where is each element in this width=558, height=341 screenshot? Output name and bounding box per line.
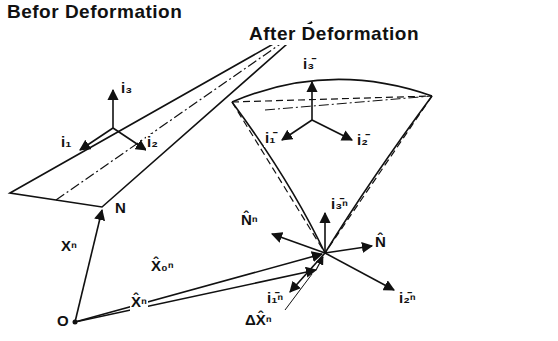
axis-label: i₁̄ⁿ: [266, 290, 284, 307]
vector-label: X̂₀ⁿ: [150, 258, 175, 275]
axis-label: i₁̄: [264, 130, 276, 147]
axis-label: i₂̄ⁿ: [398, 290, 417, 307]
axis-label: i₃: [120, 80, 133, 97]
vector-label: X̂ⁿ: [130, 294, 148, 311]
axis-label: i₁: [60, 134, 72, 151]
flat-element: [10, 22, 312, 207]
title-text: After Deformation: [248, 24, 420, 45]
axis-label: i₂̄: [356, 132, 369, 149]
normal-label: N̂ⁿ: [240, 212, 259, 229]
vector-label: Xⁿ: [60, 238, 78, 255]
origin-label: O: [56, 313, 70, 330]
vector-label: ΔX̂ⁿ: [244, 312, 273, 329]
node-label: N: [114, 200, 127, 217]
axis-label: i₃̄: [302, 56, 315, 73]
title-text: Befor Deformation: [6, 2, 183, 23]
normal-label: N̂: [374, 234, 387, 251]
axis-label: i₃̄ⁿ: [330, 196, 349, 213]
axis-label: i₂: [146, 134, 159, 151]
curved-edge: [232, 79, 432, 102]
